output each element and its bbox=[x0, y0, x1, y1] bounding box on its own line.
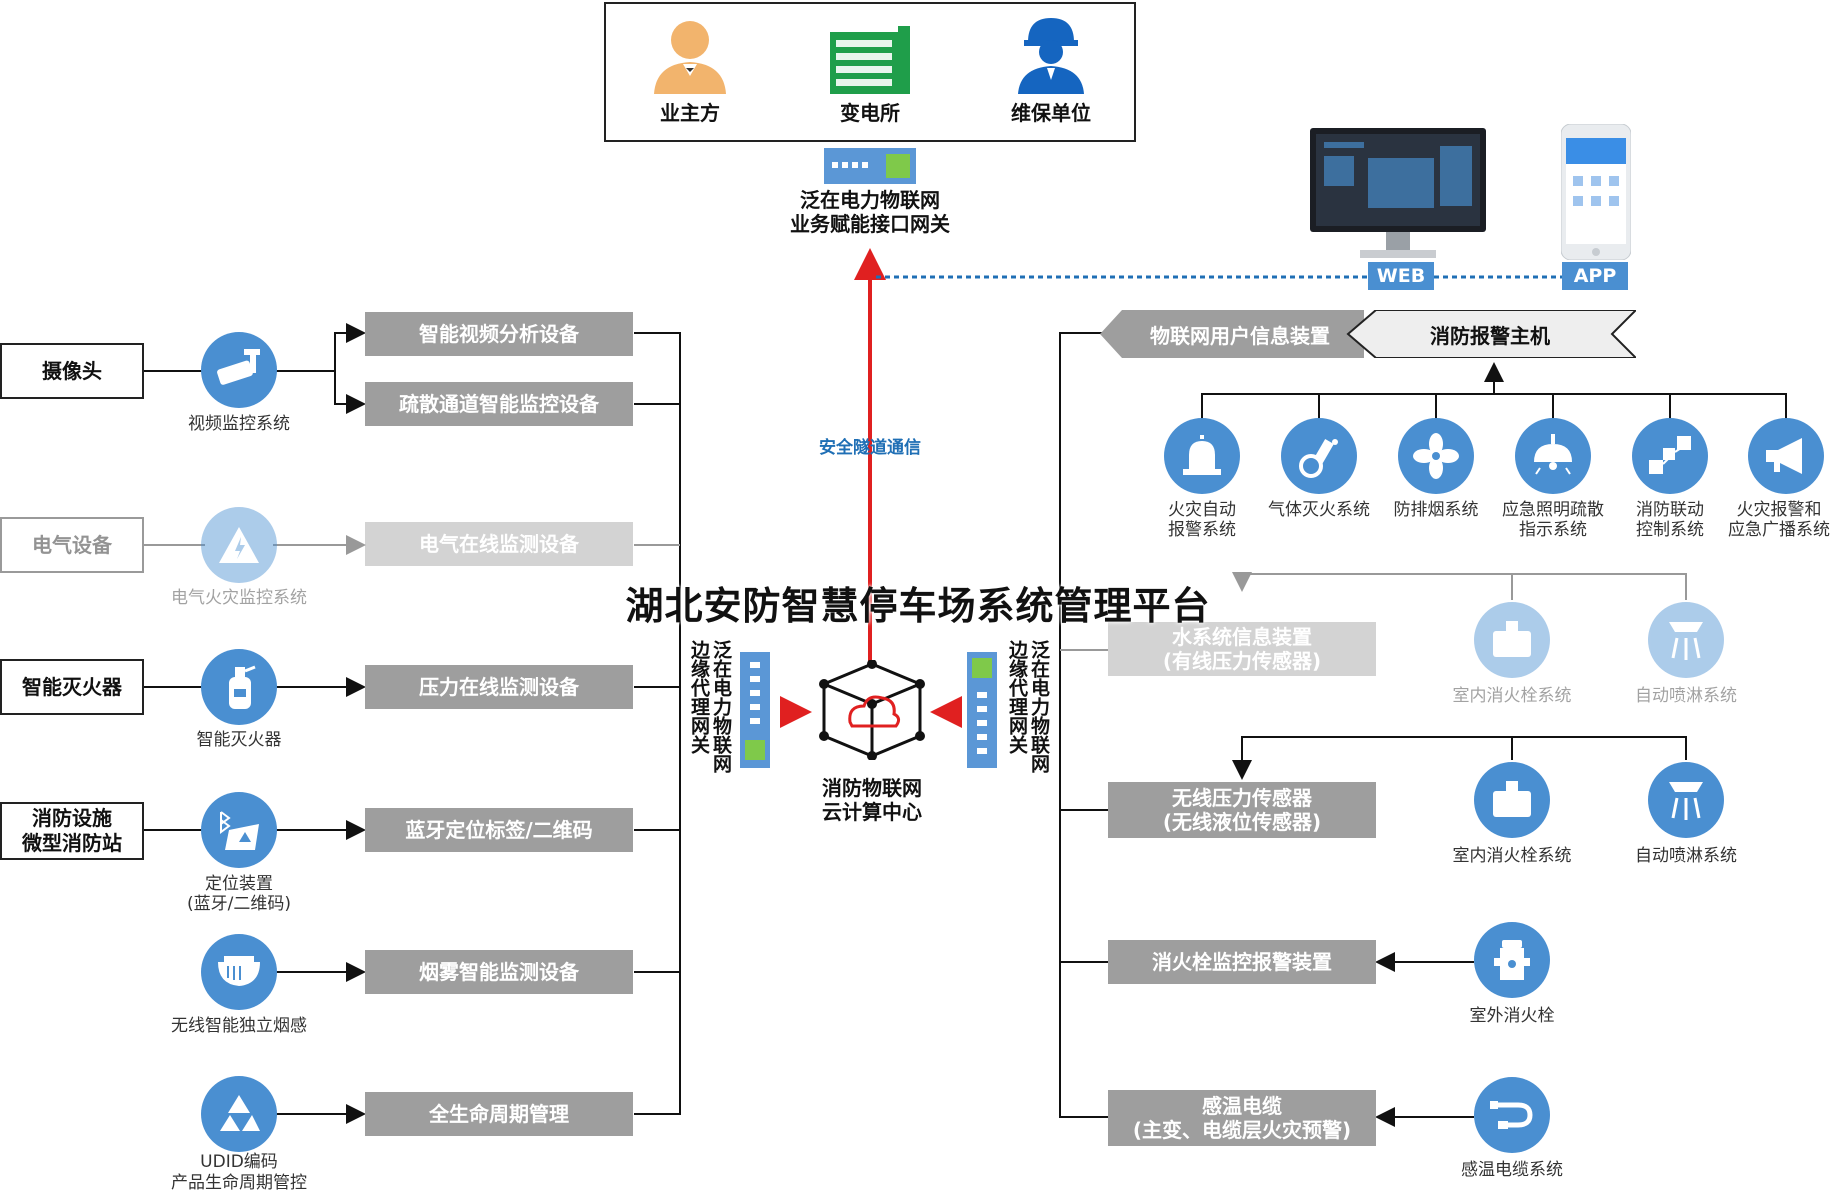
icon-label-line2: (蓝牙/二维码) bbox=[187, 894, 291, 914]
icon-label-line1: UDID编码 bbox=[200, 1152, 278, 1172]
device-box: 全生命周期管理 bbox=[365, 1092, 633, 1136]
icon-label-line1: 定位装置 bbox=[205, 874, 273, 894]
alarm-system-line1: 火灾自动 bbox=[1168, 500, 1236, 520]
recycle-icon bbox=[201, 1076, 277, 1152]
gateway-icon bbox=[824, 148, 916, 184]
source-line1: 消防设施 bbox=[32, 806, 112, 830]
gas-extinguish-icon bbox=[1281, 418, 1357, 494]
alarm-system-line2: 报警系统 bbox=[1168, 520, 1236, 540]
broadcast-icon bbox=[1748, 418, 1824, 494]
system-label: 室内消火栓系统 bbox=[1452, 686, 1572, 706]
top-gateway-line1: 泛在电力物联网 bbox=[800, 188, 940, 212]
alarm-system-line2: 应急广播系统 bbox=[1728, 520, 1830, 540]
electrical-fire-icon bbox=[201, 507, 277, 583]
alarm-system-line1: 气体灭火系统 bbox=[1268, 500, 1370, 520]
center-line2: 云计算中心 bbox=[822, 800, 922, 824]
app-label[interactable]: APP bbox=[1562, 262, 1628, 290]
icon-label: 视频监控系统 bbox=[188, 414, 290, 434]
device-line2: (主变、电缆层火灾预警) bbox=[1132, 1118, 1352, 1142]
source-line2: 微型消防站 bbox=[22, 831, 122, 855]
emergency-light-icon bbox=[1515, 418, 1591, 494]
device-box: 疏散通道智能监控设备 bbox=[365, 382, 633, 426]
alarm-system-line1: 消防联动 bbox=[1636, 500, 1704, 520]
smoke-detector-icon bbox=[201, 934, 277, 1010]
stakeholder-label: 业主方 bbox=[660, 101, 720, 125]
engineer-icon bbox=[1018, 18, 1084, 94]
sprinkler-icon bbox=[1648, 762, 1724, 838]
sprinkler-icon bbox=[1648, 602, 1724, 678]
left-edge-gateway-icon bbox=[740, 652, 770, 768]
source-box-extinguisher: 智能灭火器 bbox=[0, 659, 144, 715]
linkage-control-icon bbox=[1632, 418, 1708, 494]
icon-label-line2: 产品生命周期管控 bbox=[171, 1173, 307, 1193]
alarm-system-line2: 指示系统 bbox=[1519, 520, 1587, 540]
icon-label: 无线智能独立烟感 bbox=[171, 1016, 307, 1036]
heat-cable-icon bbox=[1474, 1077, 1550, 1153]
device-line2: (无线液位传感器) bbox=[1162, 810, 1322, 834]
arrow-banners bbox=[1100, 310, 1636, 358]
fire-alarm-icon bbox=[1164, 418, 1240, 494]
alarm-system-line1: 防排烟系统 bbox=[1393, 500, 1479, 520]
left-edge-gateway-label: 泛在电力物联网边缘代理网关 bbox=[688, 640, 732, 773]
cloud-computing-icon bbox=[819, 660, 925, 760]
device-line1: 水系统信息装置 bbox=[1172, 625, 1312, 649]
alarm-system-line1: 应急照明疏散 bbox=[1502, 500, 1604, 520]
alarm-system-line1: 火灾报警和 bbox=[1736, 500, 1822, 520]
extinguisher-icon bbox=[201, 649, 277, 725]
source-box-electrical: 电气设备 bbox=[0, 517, 144, 573]
person-icon bbox=[654, 21, 726, 94]
app-phone-icon bbox=[1561, 124, 1631, 260]
right-edge-gateway-label: 泛在电力物联网边缘代理网关 bbox=[1006, 640, 1050, 773]
device-box: 烟雾智能监测设备 bbox=[365, 950, 633, 994]
system-label: 感温电缆系统 bbox=[1461, 1160, 1563, 1180]
right-edge-gateway-icon bbox=[967, 652, 997, 768]
web-monitor-icon bbox=[1310, 128, 1486, 258]
system-label: 室外消火栓 bbox=[1469, 1006, 1555, 1026]
icon-label: 智能灭火器 bbox=[196, 730, 282, 750]
device-box: 电气在线监测设备 bbox=[365, 522, 633, 566]
iot-user-device-label: 物联网用户信息装置 bbox=[1150, 323, 1330, 348]
source-box-facilities: 消防设施 微型消防站 bbox=[0, 802, 144, 860]
substation-icon bbox=[830, 26, 910, 94]
page-title: 湖北安防智慧停车场系统管理平台 bbox=[625, 584, 1211, 628]
device-line1: 无线压力传感器 bbox=[1172, 786, 1312, 810]
fan-icon bbox=[1398, 418, 1474, 494]
alarm-system-line2: 控制系统 bbox=[1636, 520, 1704, 540]
stakeholder-box bbox=[604, 2, 1136, 142]
indoor-hydrant-icon bbox=[1474, 602, 1550, 678]
device-box: 蓝牙定位标签/二维码 bbox=[365, 808, 633, 852]
source-box-camera: 摄像头 bbox=[0, 343, 144, 399]
water-system-device: 水系统信息装置 (有线压力传感器) bbox=[1108, 622, 1376, 676]
bluetooth-location-icon bbox=[201, 792, 277, 868]
outdoor-hydrant-icon bbox=[1474, 922, 1550, 998]
hydrant-monitor-device: 消火栓监控报警装置 bbox=[1108, 940, 1376, 984]
system-label: 室内消火栓系统 bbox=[1452, 846, 1572, 866]
device-box: 压力在线监测设备 bbox=[365, 665, 633, 709]
camera-icon bbox=[201, 332, 277, 408]
system-label: 自动喷淋系统 bbox=[1635, 846, 1737, 866]
wireless-sensor-device: 无线压力传感器 (无线液位传感器) bbox=[1108, 782, 1376, 838]
center-line1: 消防物联网 bbox=[822, 776, 922, 800]
device-line2: (有线压力传感器) bbox=[1162, 649, 1322, 673]
alarm-host-label: 消防报警主机 bbox=[1430, 323, 1550, 348]
tunnel-label: 安全隧道通信 bbox=[819, 438, 921, 458]
heat-cable-device: 感温电缆 (主变、电缆层火灾预警) bbox=[1108, 1090, 1376, 1146]
device-box: 智能视频分析设备 bbox=[365, 312, 633, 356]
indoor-hydrant-icon bbox=[1474, 762, 1550, 838]
web-label[interactable]: WEB bbox=[1368, 262, 1434, 290]
icon-label: 电气火灾监控系统 bbox=[171, 588, 307, 608]
top-gateway-line2: 业务赋能接口网关 bbox=[790, 212, 950, 236]
system-label: 自动喷淋系统 bbox=[1635, 686, 1737, 706]
device-line1: 感温电缆 bbox=[1202, 1094, 1282, 1118]
stakeholder-label: 变电所 bbox=[840, 101, 900, 125]
stakeholder-label: 维保单位 bbox=[1011, 101, 1091, 125]
